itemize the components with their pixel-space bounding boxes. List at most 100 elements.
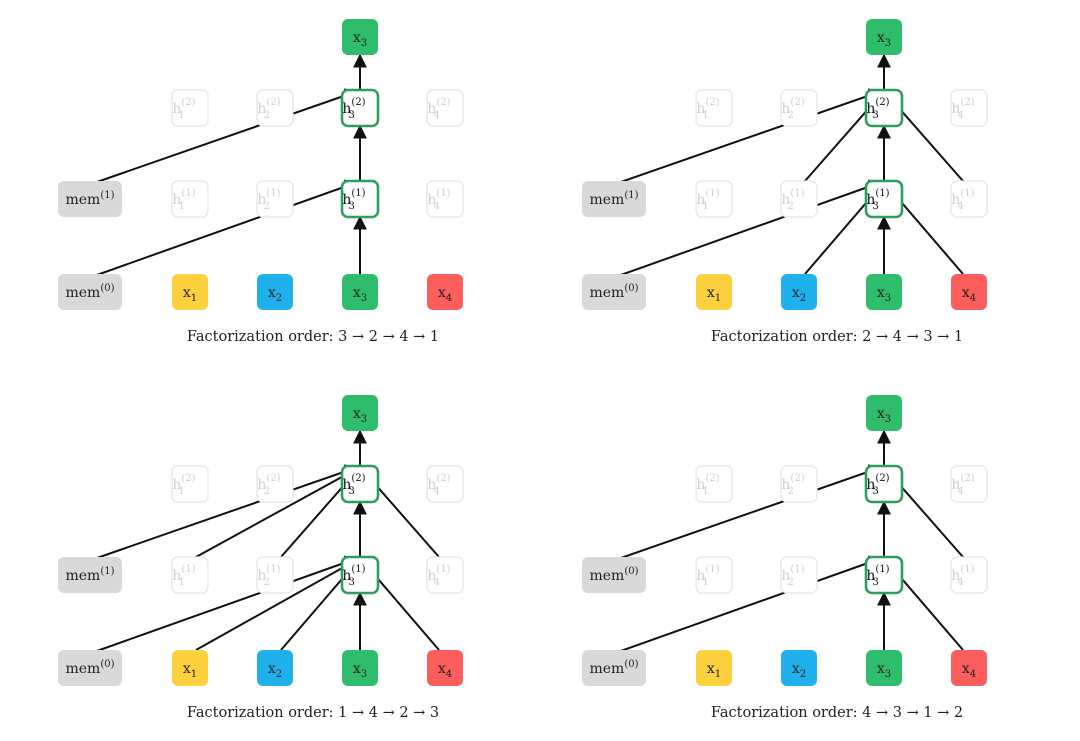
hidden-h2-layer1-node [256,556,294,594]
hidden-h2-layer1-node [780,556,818,594]
input-x4-label: x4 [438,285,452,304]
hidden-h2-layer2-label: h(2)2 [781,97,804,121]
output-x3-node [342,19,378,55]
hidden-h3-layer2-node [340,88,380,128]
input-x3-node [866,650,902,686]
hidden-h3-layer2-label: h(2)3 [342,473,365,497]
hidden-h2-layer2-label: h(2)2 [257,97,280,121]
output-x3-node [342,395,378,431]
hidden-h1-layer2-label: h(2)1 [172,97,195,121]
hidden-h4-layer1-node [950,556,988,594]
memory-lower-node [58,650,122,686]
memory-lower-node [582,650,646,686]
hidden-h1-layer1-label: h(1)1 [172,188,195,212]
memory-upper-node [582,181,646,217]
hidden-h3-layer2-node [864,88,904,128]
hidden-h4-layer1-node [426,180,464,218]
memory-lower-label: mem(0) [589,659,638,677]
input-x3-node [342,274,378,310]
input-x4-node [427,274,463,310]
hidden-h1-layer2-node [695,465,733,503]
panel-caption: Factorization order: 1 → 4 → 2 → 3 [187,705,439,721]
hidden-h1-layer1-node [695,556,733,594]
input-x1-label: x1 [183,285,197,304]
input-x1-label: x1 [183,661,197,680]
arrow-mem-to-h3-layer2 [617,88,884,184]
hidden-h1-layer2-node [695,89,733,127]
input-x1-node [696,650,732,686]
memory-upper-label: mem(0) [589,566,638,584]
input-x2-label: x2 [792,285,806,304]
hidden-h4-layer1-label: h(1)4 [951,188,974,212]
hidden-h3-layer1-label: h(1)3 [342,564,365,588]
panel-caption: Factorization order: 2 → 4 → 3 → 1 [711,329,963,345]
input-x1-label: x1 [707,285,721,304]
hidden-h3-layer1-node [340,555,380,595]
hidden-h2-layer1-label: h(1)2 [257,188,280,212]
hidden-h4-layer1-label: h(1)4 [951,564,974,588]
hidden-h2-layer1-node [256,180,294,218]
hidden-h3-layer1-node [864,179,904,219]
input-x4-node [427,650,463,686]
hidden-h1-layer1-node [171,180,209,218]
input-x1-node [172,650,208,686]
input-x2-node [781,650,817,686]
memory-lower-label: mem(0) [589,283,638,301]
hidden-h4-layer2-label: h(2)4 [427,97,450,121]
hidden-h2-layer1-label: h(1)2 [781,564,804,588]
hidden-h4-layer1-node [426,556,464,594]
hidden-h1-layer2-node [171,89,209,127]
input-x4-node [951,650,987,686]
input-x3-label: x3 [877,661,891,680]
hidden-h4-layer1-node [950,180,988,218]
input-x4-node [951,274,987,310]
input-x4-label: x4 [438,661,452,680]
hidden-h1-layer1-node [171,556,209,594]
hidden-h1-layer1-label: h(1)1 [696,188,719,212]
hidden-h1-layer1-node [695,180,733,218]
input-x1-label: x1 [707,661,721,680]
hidden-h4-layer2-label: h(2)4 [951,97,974,121]
hidden-h4-layer2-node [950,89,988,127]
input-x2-node [257,650,293,686]
hidden-h4-layer2-label: h(2)4 [427,473,450,497]
panel-caption: Factorization order: 4 → 3 → 1 → 2 [711,705,963,721]
hidden-h2-layer1-label: h(1)2 [781,188,804,212]
output-x3-label: x3 [353,30,367,49]
input-x2-node [781,274,817,310]
arrow-mem-to-h3-layer1 [617,179,884,277]
input-x2-label: x2 [268,285,282,304]
memory-upper-label: mem(1) [65,566,114,584]
arrow-mem-to-h3-layer1 [617,555,884,653]
input-x3-node [342,650,378,686]
memory-upper-label: mem(1) [65,190,114,208]
hidden-h4-layer2-node [426,465,464,503]
arrow-mem-to-h3-layer2 [93,88,360,184]
output-x3-label: x3 [877,30,891,49]
hidden-h2-layer2-node [780,465,818,503]
input-x2-node [257,274,293,310]
memory-lower-label: mem(0) [65,659,114,677]
input-x4-label: x4 [962,661,976,680]
hidden-h2-layer2-node [256,89,294,127]
hidden-h3-layer1-node [340,179,380,219]
hidden-h3-layer2-label: h(2)3 [866,97,889,121]
input-x2-label: x2 [792,661,806,680]
hidden-h4-layer2-label: h(2)4 [951,473,974,497]
memory-upper-label: mem(1) [589,190,638,208]
hidden-h2-layer1-label: h(1)2 [257,564,280,588]
hidden-h3-layer2-label: h(2)3 [866,473,889,497]
hidden-h3-layer2-node [864,464,904,504]
hidden-h1-layer2-label: h(2)1 [696,97,719,121]
input-x4-label: x4 [962,285,976,304]
hidden-h1-layer2-label: h(2)1 [172,473,195,497]
hidden-h4-layer2-node [950,465,988,503]
hidden-h3-layer1-label: h(1)3 [342,188,365,212]
memory-upper-node [58,181,122,217]
hidden-h2-layer2-label: h(2)2 [257,473,280,497]
hidden-h2-layer2-node [256,465,294,503]
input-x3-label: x3 [353,285,367,304]
